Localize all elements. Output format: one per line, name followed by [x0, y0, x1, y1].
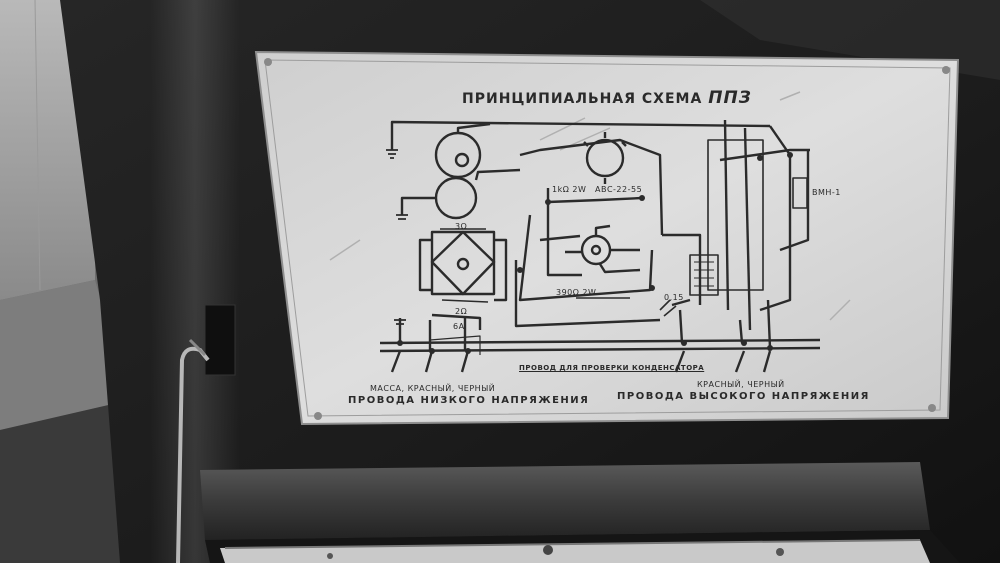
- vmn-label: ВМН-1: [812, 188, 841, 197]
- schematic-drawing: [379, 119, 821, 373]
- capacitor-value-label: 0,15: [664, 293, 684, 302]
- resistor-3ohm-label: 3Ω: [455, 222, 468, 231]
- low-voltage-colors: МАССА, КРАСНЫЙ, ЧЕРНЫЙ: [370, 384, 496, 393]
- fuse-label: 6А: [453, 322, 465, 331]
- resistor-1k-label: 1kΩ 2W: [552, 185, 587, 194]
- bottom-ledge: [200, 462, 960, 563]
- schematic-terminals: [397, 152, 793, 354]
- diode-label: АВС-22-55: [595, 185, 643, 194]
- high-voltage-colors: КРАСНЫЙ, ЧЕРНЫЙ: [697, 380, 785, 389]
- schematic-model: ППЗ: [708, 88, 752, 108]
- high-voltage-title: ПРОВОДА ВЫСОКОГО НАПРЯЖЕНИЯ: [617, 391, 870, 402]
- low-voltage-title: ПРОВОДА НИЗКОГО НАПРЯЖЕНИЯ: [348, 395, 590, 406]
- capacitor-wire-label: ПРОВОД ДЛЯ ПРОВЕРКИ КОНДЕНСАТОРА: [519, 364, 705, 372]
- resistor-2ohm-label: 2Ω: [455, 307, 468, 316]
- latch-hinge[interactable]: [176, 304, 236, 563]
- resistor-390-label: 390Ω 2W: [556, 288, 597, 297]
